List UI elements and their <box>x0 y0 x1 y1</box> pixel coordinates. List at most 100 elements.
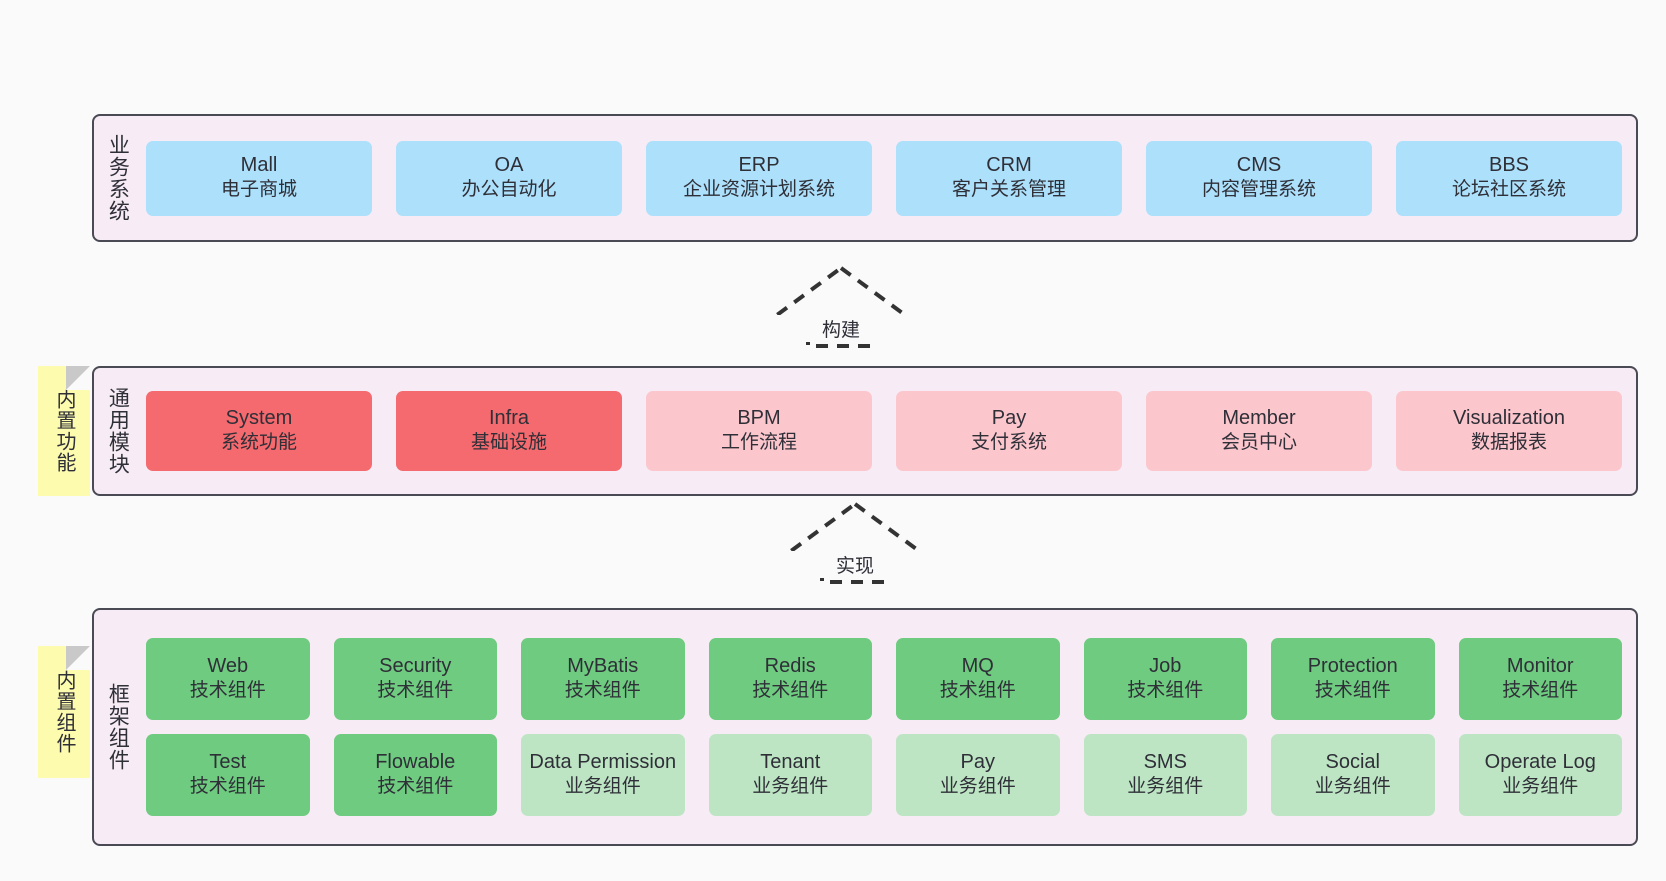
sticky-note-builtin-function: 内置功能 <box>38 366 90 496</box>
card-mall[interactable]: Mall 电子商城 <box>146 140 372 216</box>
card-bpm[interactable]: BPM 工作流程 <box>646 391 872 471</box>
connector-label-build: 构建 <box>756 315 926 342</box>
card-title-en: Pay <box>960 750 995 773</box>
card-operate-log[interactable]: Operate Log 业务组件 <box>1458 734 1622 816</box>
card-title-cn: 技术组件 <box>564 680 641 702</box>
card-title-en: Pay <box>991 406 1027 429</box>
card-title-cn: 企业资源计划系统 <box>682 179 835 201</box>
card-title-cn: 技术组件 <box>939 680 1016 702</box>
card-crm[interactable]: CRM 客户关系管理 <box>896 140 1122 216</box>
card-title-cn: 工作流程 <box>720 432 797 454</box>
card-title-cn: 系统功能 <box>220 432 297 454</box>
card-mybatis[interactable]: MyBatis 技术组件 <box>521 638 685 720</box>
layer-title-framework-components: 框架组件 <box>106 683 130 771</box>
card-redis[interactable]: Redis 技术组件 <box>708 638 872 720</box>
card-title-cn: 业务组件 <box>1127 776 1204 798</box>
card-system[interactable]: System 系统功能 <box>146 391 372 471</box>
card-title-en: Web <box>207 654 249 677</box>
card-title-cn: 技术组件 <box>752 680 829 702</box>
card-title-en: System <box>225 406 293 429</box>
card-social[interactable]: Social 业务组件 <box>1271 734 1435 816</box>
card-title-en: SMS <box>1143 750 1187 773</box>
card-title-cn: 办公自动化 <box>461 179 557 201</box>
card-title-en: Test <box>209 750 247 773</box>
card-row: Test 技术组件 Flowable 技术组件 Data Permission … <box>146 734 1622 816</box>
card-row: System 系统功能 Infra 基础设施 BPM 工作流程 Pay 支付系统… <box>146 391 1622 471</box>
card-title-cn: 技术组件 <box>1127 680 1204 702</box>
card-title-en: Flowable <box>375 750 456 773</box>
card-title-en: BPM <box>737 406 781 429</box>
card-row: Mall 电子商城 OA 办公自动化 ERP 企业资源计划系统 CRM 客户关系… <box>146 140 1622 216</box>
card-title-cn: 业务组件 <box>939 776 1016 798</box>
card-title-cn: 技术组件 <box>189 776 266 798</box>
card-title-cn: 技术组件 <box>1502 680 1579 702</box>
card-title-en: MyBatis <box>567 654 639 677</box>
card-title-cn: 数据报表 <box>1470 432 1547 454</box>
card-mq[interactable]: MQ 技术组件 <box>896 638 1060 720</box>
card-monitor[interactable]: Monitor 技术组件 <box>1458 638 1622 720</box>
card-title-cn: 支付系统 <box>970 432 1047 454</box>
card-title-en: CMS <box>1236 153 1282 176</box>
card-title-cn: 内容管理系统 <box>1201 179 1316 201</box>
card-pay-component[interactable]: Pay 业务组件 <box>896 734 1060 816</box>
layer-body-common-modules: System 系统功能 Infra 基础设施 BPM 工作流程 Pay 支付系统… <box>140 368 1636 494</box>
card-title-cn: 论坛社区系统 <box>1451 179 1566 201</box>
card-title-en: Operate Log <box>1484 750 1596 773</box>
card-test[interactable]: Test 技术组件 <box>146 734 310 816</box>
card-sms[interactable]: SMS 业务组件 <box>1083 734 1247 816</box>
connector-label-realize: 实现 <box>770 551 940 578</box>
layer-title-business-systems: 业务系统 <box>106 134 130 222</box>
card-title-en: Data Permission <box>529 750 677 773</box>
card-title-en: Infra <box>488 406 530 429</box>
card-title-cn: 技术组件 <box>189 680 266 702</box>
card-security[interactable]: Security 技术组件 <box>333 638 497 720</box>
card-title-cn: 技术组件 <box>1314 680 1391 702</box>
card-title-en: Visualization <box>1453 406 1565 429</box>
card-visualization[interactable]: Visualization 数据报表 <box>1396 391 1622 471</box>
card-title-cn: 技术组件 <box>377 680 454 702</box>
card-title-en: Member <box>1222 406 1296 429</box>
card-pay-module[interactable]: Pay 支付系统 <box>896 391 1122 471</box>
card-title-en: Mall <box>240 153 278 176</box>
card-title-cn: 业务组件 <box>1502 776 1579 798</box>
layer-body-business-systems: Mall 电子商城 OA 办公自动化 ERP 企业资源计划系统 CRM 客户关系… <box>140 116 1636 240</box>
layer-business-systems: 业务系统 Mall 电子商城 OA 办公自动化 ERP 企业资源计划系统 CRM… <box>92 114 1638 242</box>
card-oa[interactable]: OA 办公自动化 <box>396 140 622 216</box>
card-title-en: BBS <box>1488 153 1530 176</box>
connector-realize: 实现 <box>770 498 940 584</box>
card-title-en: Monitor <box>1506 654 1574 677</box>
layer-title-common-modules: 通用模块 <box>106 387 130 475</box>
card-web[interactable]: Web 技术组件 <box>146 638 310 720</box>
card-title-cn: 会员中心 <box>1220 432 1297 454</box>
card-member[interactable]: Member 会员中心 <box>1146 391 1372 471</box>
card-row: Web 技术组件 Security 技术组件 MyBatis 技术组件 Redi… <box>146 638 1622 720</box>
layer-framework-components: 框架组件 Web 技术组件 Security 技术组件 MyBatis 技术组件… <box>92 608 1638 846</box>
card-title-en: Job <box>1149 654 1182 677</box>
card-title-cn: 客户关系管理 <box>951 179 1066 201</box>
card-title-cn: 技术组件 <box>377 776 454 798</box>
card-infra[interactable]: Infra 基础设施 <box>396 391 622 471</box>
card-title-en: MQ <box>961 654 994 677</box>
card-title-cn: 业务组件 <box>752 776 829 798</box>
card-title-cn: 业务组件 <box>564 776 641 798</box>
layer-common-modules: 通用模块 System 系统功能 Infra 基础设施 BPM 工作流程 Pay… <box>92 366 1638 496</box>
card-tenant[interactable]: Tenant 业务组件 <box>708 734 872 816</box>
card-bbs[interactable]: BBS 论坛社区系统 <box>1396 140 1622 216</box>
card-flowable[interactable]: Flowable 技术组件 <box>333 734 497 816</box>
card-protection[interactable]: Protection 技术组件 <box>1271 638 1435 720</box>
card-title-cn: 基础设施 <box>470 432 547 454</box>
card-title-en: Tenant <box>760 750 821 773</box>
card-title-en: OA <box>494 153 524 176</box>
card-title-cn: 电子商城 <box>220 179 297 201</box>
card-data-permission[interactable]: Data Permission 业务组件 <box>521 734 685 816</box>
sticky-note-label: 内置功能 <box>53 389 75 473</box>
card-job[interactable]: Job 技术组件 <box>1083 638 1247 720</box>
card-title-en: ERP <box>738 153 780 176</box>
card-erp[interactable]: ERP 企业资源计划系统 <box>646 140 872 216</box>
card-cms[interactable]: CMS 内容管理系统 <box>1146 140 1372 216</box>
connector-build: 构建 <box>756 262 926 348</box>
sticky-note-builtin-component: 内置组件 <box>38 646 90 778</box>
card-title-en: Protection <box>1307 654 1398 677</box>
layer-body-framework-components: Web 技术组件 Security 技术组件 MyBatis 技术组件 Redi… <box>140 610 1636 844</box>
